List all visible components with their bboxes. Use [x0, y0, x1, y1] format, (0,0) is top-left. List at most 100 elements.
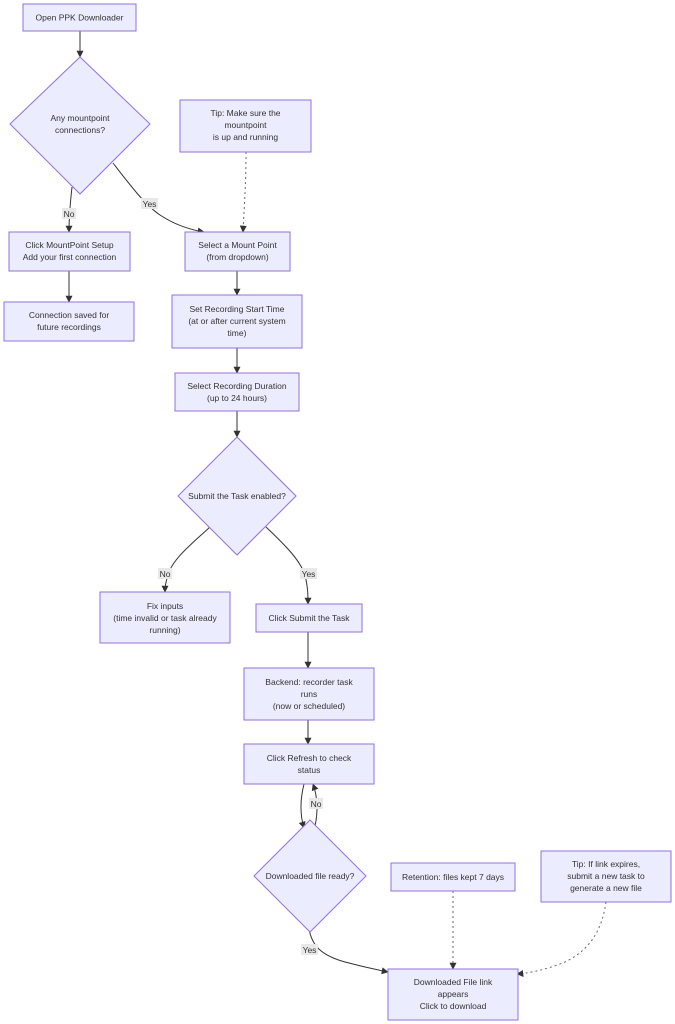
- svg-text:Select a Mount Point: Select a Mount Point: [198, 240, 277, 250]
- node-label: Submit the Task enabled?: [188, 491, 286, 501]
- node-click-mountpoint-setup: Click MountPoint Setup Add your first co…: [8, 231, 131, 272]
- svg-text:Open PPK Downloader: Open PPK Downloader: [36, 13, 124, 23]
- node-label: Fix inputs: [147, 601, 183, 611]
- node-label: Retention: files kept 7 days: [402, 872, 504, 882]
- svg-text:Tip: Make sure the: Tip: Make sure the: [210, 108, 280, 118]
- svg-text:appears: appears: [438, 989, 469, 999]
- svg-text:Select Recording Duration: Select Recording Duration: [187, 381, 286, 391]
- node-label: (from dropdown): [206, 252, 269, 262]
- node-backend-recorder: Backend: recorder task runs (now or sche…: [243, 667, 375, 721]
- node-download-link: Downloaded File link appears Click to do…: [387, 968, 519, 1021]
- node-label: Set Recording Start Time: [190, 304, 285, 314]
- node-label: submit a new task to: [567, 871, 645, 881]
- svg-text:Yes: Yes: [302, 569, 316, 579]
- svg-text:Submit the Task enabled?: Submit the Task enabled?: [188, 491, 286, 501]
- edge-label-ready-no: No: [309, 798, 323, 809]
- node-label: status: [298, 765, 321, 775]
- edge-ready-yes: [308, 928, 389, 975]
- node-label: connections?: [55, 125, 105, 135]
- node-label: Select a Mount Point: [198, 240, 277, 250]
- svg-text:No: No: [64, 209, 75, 219]
- edge-submit-yes: [265, 526, 312, 605]
- svg-text:Any mountpoint: Any mountpoint: [50, 113, 110, 123]
- node-label: Tip: Make sure the: [210, 108, 280, 118]
- svg-text:Click to download: Click to download: [420, 1001, 487, 1011]
- node-label: Tip: If link expires,: [572, 859, 640, 869]
- node-set-recording-start-time: Set Recording Start Time (at or after cu…: [171, 294, 303, 349]
- edge-label-submit-yes: Yes: [300, 568, 317, 579]
- node-open-ppk-downloader: Open PPK Downloader: [22, 3, 137, 32]
- node-label: (up to 24 hours): [207, 393, 267, 403]
- edge-label-ready-yes: Yes: [301, 944, 318, 955]
- node-label: Click Refresh to check: [267, 753, 352, 763]
- node-label: generate a new file: [570, 883, 642, 893]
- node-label: Downloaded File link: [414, 977, 493, 987]
- node-tip-link-expires-note: Tip: If link expires, submit a new task …: [540, 850, 672, 903]
- node-connection-saved: Connection saved for future recordings: [3, 301, 135, 342]
- edge-label-any-no: No: [62, 208, 76, 219]
- edge-any-mount-yes: [112, 162, 205, 235]
- node-label: mountpoint: [224, 120, 267, 130]
- node-label: Click Submit the Task: [268, 613, 350, 623]
- node-label: runs: [301, 689, 318, 699]
- node-label: Downloaded file ready?: [266, 871, 355, 881]
- svg-text:generate a new file: generate a new file: [570, 883, 642, 893]
- node-label: appears: [438, 989, 469, 999]
- svg-text:Set Recording Start Time: Set Recording Start Time: [190, 304, 285, 314]
- node-label: is up and running: [213, 132, 278, 142]
- svg-text:Connection saved for: Connection saved for: [29, 310, 109, 320]
- node-label: running): [149, 625, 180, 635]
- svg-text:Click Refresh to check: Click Refresh to check: [267, 753, 352, 763]
- svg-text:(now or scheduled): (now or scheduled): [273, 701, 345, 711]
- svg-text:Add your first connection: Add your first connection: [23, 252, 117, 262]
- node-label: Backend: recorder task: [265, 677, 353, 687]
- svg-text:Backend: recorder task: Backend: recorder task: [265, 677, 353, 687]
- node-label: (at or after current system: [188, 316, 285, 326]
- svg-text:connections?: connections?: [55, 125, 105, 135]
- svg-text:(up to 24 hours): (up to 24 hours): [207, 393, 267, 403]
- edge-refresh-to-ready: [298, 783, 306, 829]
- node-click-submit-task: Click Submit the Task: [255, 603, 363, 633]
- svg-text:runs: runs: [301, 689, 318, 699]
- node-label: Open PPK Downloader: [36, 13, 124, 23]
- node-label: future recordings: [37, 322, 101, 332]
- node-label: Select Recording Duration: [187, 381, 286, 391]
- svg-text:Tip: If link expires,: Tip: If link expires,: [572, 859, 640, 869]
- svg-text:submit a new task to: submit a new task to: [567, 871, 645, 881]
- svg-text:No: No: [311, 799, 322, 809]
- node-label: Click MountPoint Setup: [25, 240, 114, 250]
- edges: [65, 31, 607, 978]
- svg-text:time): time): [228, 328, 247, 338]
- svg-text:Yes: Yes: [303, 945, 317, 955]
- node-label: Connection saved for: [29, 310, 109, 320]
- node-fix-inputs: Fix inputs (time invalid or task already…: [99, 591, 231, 644]
- node-click-refresh: Click Refresh to check status: [243, 743, 375, 785]
- svg-text:Downloaded File link: Downloaded File link: [414, 977, 493, 987]
- svg-text:Retention: files kept 7 days: Retention: files kept 7 days: [402, 872, 504, 882]
- node-select-recording-duration: Select Recording Duration (up to 24 hour…: [174, 372, 300, 412]
- svg-text:running): running): [149, 625, 180, 635]
- svg-text:Click Submit the Task: Click Submit the Task: [268, 613, 350, 623]
- edge-submit-no: [161, 526, 211, 593]
- node-tip-mountpoint-note: Tip: Make sure the mountpoint is up and …: [179, 99, 312, 153]
- edge-label-submit-no: No: [158, 568, 172, 579]
- svg-text:future recordings: future recordings: [37, 322, 101, 332]
- edge-tip-link-to-download: [516, 901, 607, 978]
- svg-text:(time invalid or task already: (time invalid or task already: [113, 613, 217, 623]
- svg-text:(from dropdown): (from dropdown): [206, 252, 269, 262]
- svg-text:Yes: Yes: [143, 199, 157, 209]
- node-label: (time invalid or task already: [113, 613, 217, 623]
- node-label: time): [228, 328, 247, 338]
- node-submit-enabled-decision: Submit the Task enabled?: [177, 436, 297, 556]
- svg-text:No: No: [160, 569, 171, 579]
- svg-text:(at or after current system: (at or after current system: [188, 316, 285, 326]
- svg-text:status: status: [298, 765, 321, 775]
- svg-text:Click MountPoint Setup: Click MountPoint Setup: [25, 240, 114, 250]
- node-any-mountpoint-decision: Any mountpoint connections?: [9, 56, 151, 195]
- node-retention-note: Retention: files kept 7 days: [390, 862, 516, 892]
- node-label: (now or scheduled): [273, 701, 345, 711]
- edge-tip-to-select-mount: [239, 151, 247, 233]
- svg-text:Downloaded file ready?: Downloaded file ready?: [266, 871, 355, 881]
- node-label: Any mountpoint: [50, 113, 110, 123]
